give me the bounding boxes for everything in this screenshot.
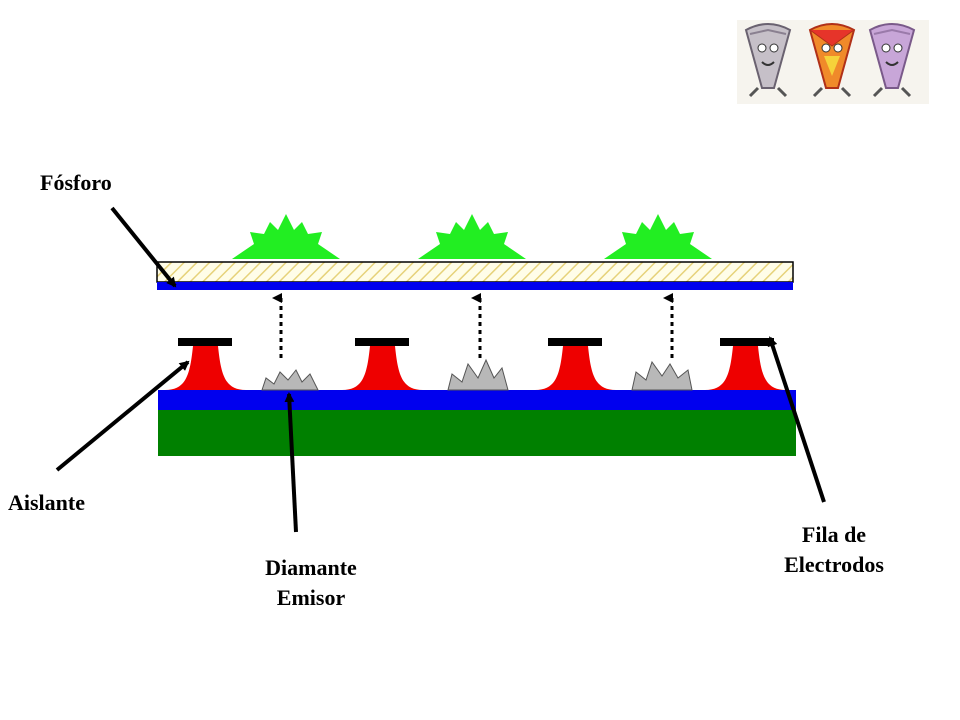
anode-electrode-layer <box>157 282 793 290</box>
diamond-emitters <box>261 358 693 391</box>
phosphor-layer <box>156 261 794 283</box>
diamond-emitter-2 <box>447 358 509 391</box>
label-pointer-arrows <box>55 206 826 533</box>
insulator-pillar-2 <box>342 346 423 390</box>
fila-electrodos-label-line2: Electrodos <box>784 552 884 577</box>
substrate-layer <box>158 410 796 456</box>
insulator-pillar-3 <box>535 346 616 390</box>
diamond-emitter-1 <box>261 369 319 391</box>
diamante-emisor-label-line1: Diamante <box>265 555 357 580</box>
diamante-pointer <box>284 392 298 533</box>
diamante-emisor-label-line2: Emisor <box>276 585 346 610</box>
phosphor-glow-group <box>232 214 712 259</box>
fila-electrodos-label: Fila de Electrodos <box>764 520 904 580</box>
phosphor-glow-3 <box>604 214 712 259</box>
gate-electrode-4 <box>720 338 774 346</box>
electron-emission-arrows <box>272 293 674 358</box>
fila-electrodos-label-line1: Fila de <box>801 522 867 547</box>
gate-electrode-2 <box>355 338 409 346</box>
aislante-label: Aislante <box>8 490 85 515</box>
insulator-pillar-1 <box>165 346 246 390</box>
fila-pointer <box>767 336 826 503</box>
diamante-emisor-label: Diamante Emisor <box>246 553 376 613</box>
gate-electrode-3 <box>548 338 602 346</box>
gate-electrode-1 <box>178 338 232 346</box>
logo-icon <box>737 20 929 104</box>
aislante-pointer <box>55 360 190 472</box>
fosforo-pointer <box>110 206 177 288</box>
phosphor-glow-2 <box>418 214 526 259</box>
cathode-electrode-layer <box>158 390 796 410</box>
gate-electrodes <box>178 338 774 346</box>
insulator-pillars <box>165 346 786 390</box>
diamond-emitter-3 <box>631 360 693 391</box>
fosforo-label: Fósforo <box>40 170 112 195</box>
insulator-pillar-4 <box>705 346 786 390</box>
phosphor-glow-1 <box>232 214 340 259</box>
